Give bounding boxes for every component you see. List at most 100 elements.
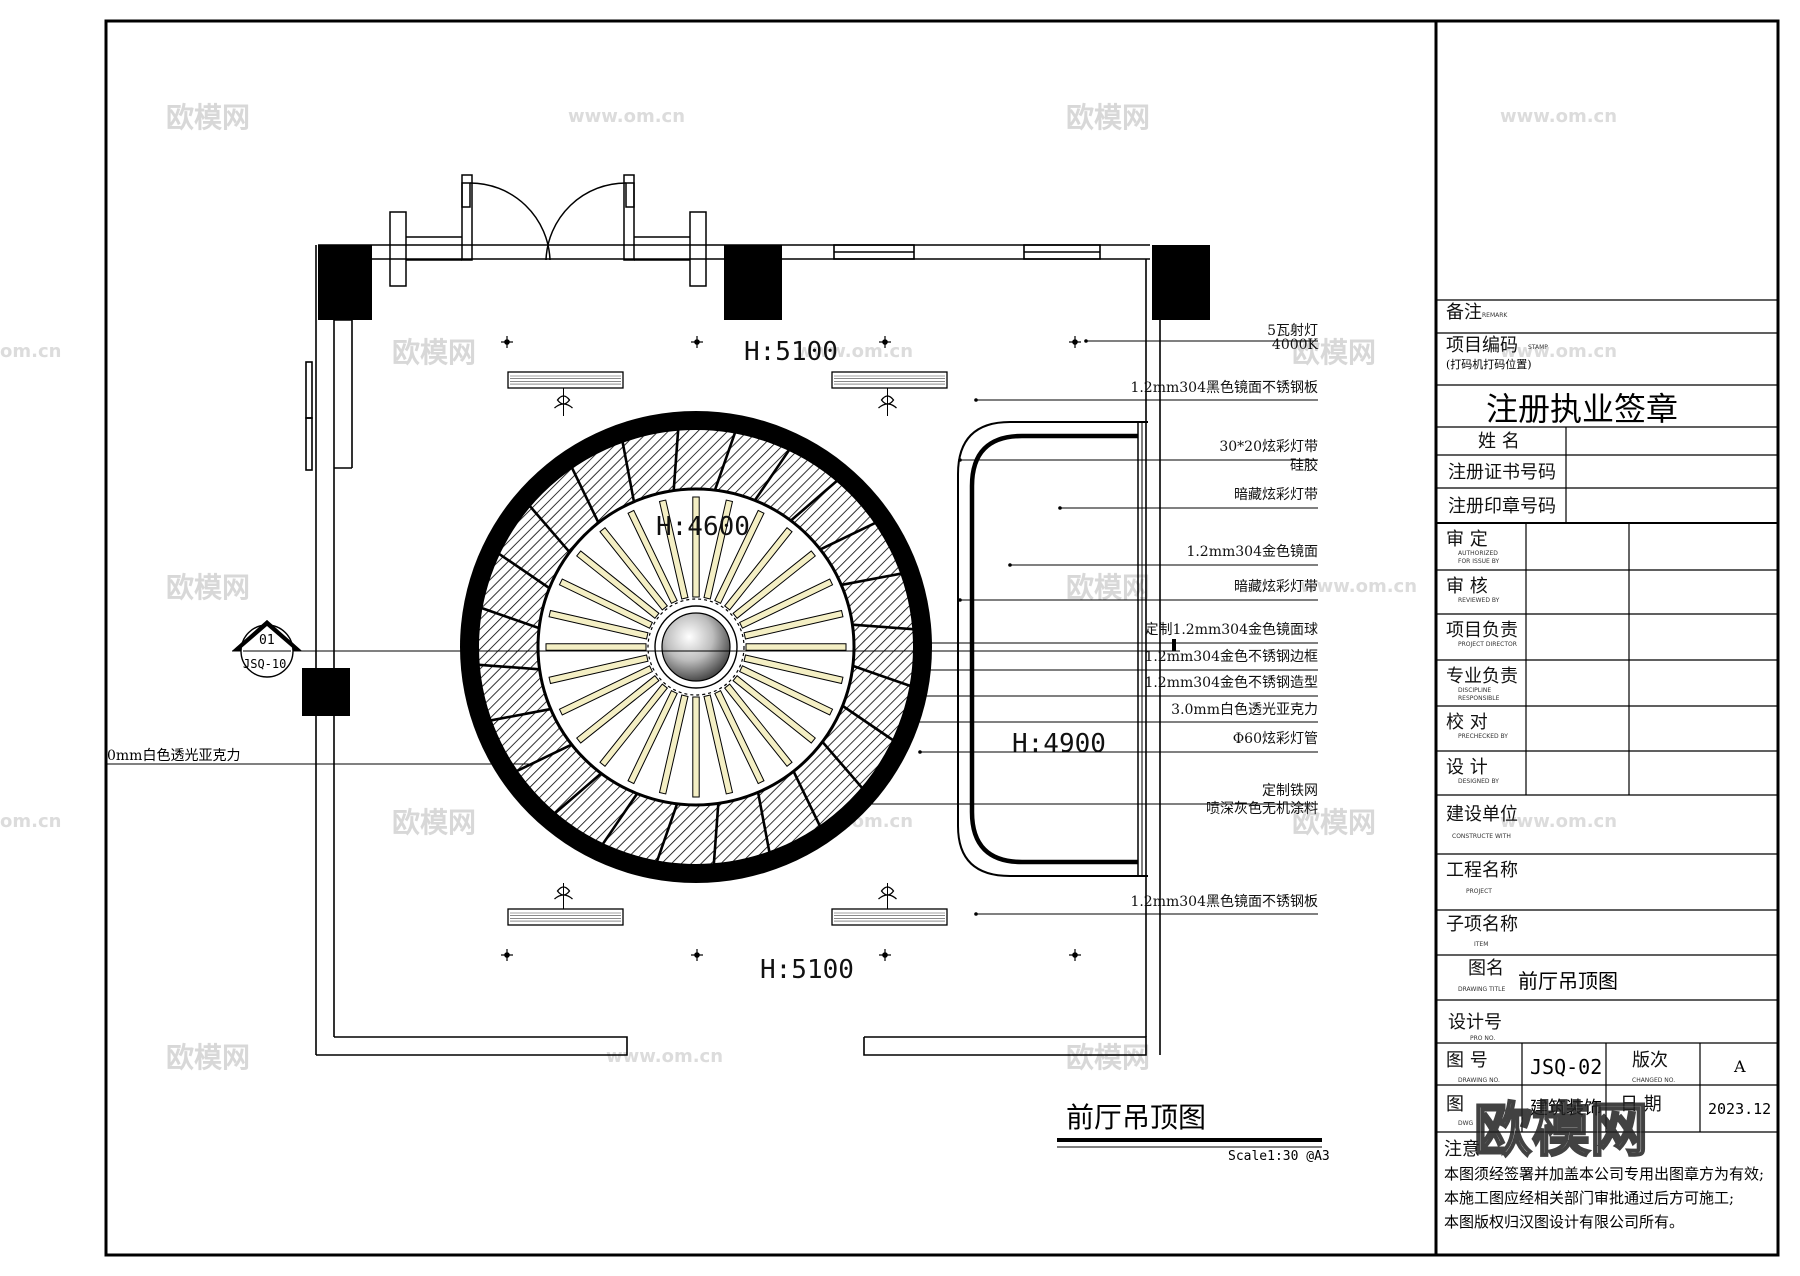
light-tube-spoke <box>548 609 649 640</box>
role-label: 项目负责 <box>1446 620 1518 641</box>
light-tube-spoke <box>576 550 660 620</box>
light-tube-spoke <box>743 654 844 685</box>
spotlight-icon <box>879 336 891 348</box>
frame-segment <box>819 521 876 551</box>
frame-segment <box>713 432 737 491</box>
role-en-2: FOR ISSUE BY <box>1458 558 1500 565</box>
spotlight-icon <box>501 949 513 961</box>
project-code-sub: (打码机打码位置) <box>1446 357 1532 371</box>
item-label: 子项名称 <box>1446 914 1518 935</box>
spotlights <box>501 336 1081 961</box>
light-tube-spoke <box>576 674 660 744</box>
frame-segment <box>655 803 679 862</box>
annotation-label-sub: 硅胶 <box>1290 457 1318 474</box>
annotation-label: 定制铁网 <box>1262 783 1318 799</box>
date-value: 2023.12 <box>1708 1100 1771 1118</box>
frame-segment <box>478 663 540 671</box>
remark-label: 备注 <box>1446 302 1482 323</box>
role-en: DISCIPLINE <box>1458 687 1491 694</box>
frame-segment <box>554 772 603 815</box>
linear-light-fixture <box>831 883 948 926</box>
frame-segment <box>528 505 571 554</box>
watermark-url: www.om.cn <box>1300 576 1417 597</box>
annotation-label: 1.2mm304金色不锈钢边框 <box>1144 648 1318 665</box>
gold-mirror-ball <box>661 612 731 682</box>
drawing-title-en: DRAWING TITLE <box>1458 986 1506 993</box>
watermark-brand: 欧模网 <box>1292 806 1376 839</box>
title-block <box>1436 299 1778 1133</box>
project-en: PROJECT <box>1466 888 1492 895</box>
watermark-url-edge: om.cn <box>0 811 61 832</box>
frame-segment <box>841 572 902 587</box>
light-tube-spoke <box>738 665 834 716</box>
drawing-title-label: 图名 <box>1468 958 1504 979</box>
frame-segment <box>570 467 600 524</box>
drawing-no-en: DRAWING NO. <box>1458 1077 1500 1084</box>
client-label: 建设单位 <box>1446 804 1518 825</box>
section-number: 01 <box>259 633 275 648</box>
light-tube-spoke <box>558 665 654 716</box>
annotation-label: 1.2mm304金色不锈钢造型 <box>1144 674 1318 691</box>
watermark-brand: 欧模网 <box>392 336 476 369</box>
height-label-bottom: H:5100 <box>760 955 854 985</box>
role-en: PRECHECKED BY <box>1458 733 1508 740</box>
drawing-no-value: JSQ-02 <box>1530 1055 1602 1079</box>
leader-end-mark <box>1172 639 1176 651</box>
watermark-url: www.om.cn <box>1500 811 1617 832</box>
light-tube-spoke <box>732 550 816 620</box>
light-tube-spoke <box>599 527 669 611</box>
light-tube-spoke <box>558 578 654 629</box>
spotlight-icon <box>691 949 703 961</box>
frame-segment <box>490 707 551 722</box>
light-tube-spoke <box>545 643 647 651</box>
design-no-en: PRO NO. <box>1470 1035 1495 1042</box>
annotation-label: 1.2mm304黑色镜面不锈钢板 <box>1130 893 1318 910</box>
frame-segment <box>821 740 864 789</box>
date-label: 日 期 <box>1620 1094 1662 1115</box>
cert-no-label: 注册证书号码 <box>1448 462 1556 483</box>
light-tube-spoke <box>723 527 793 611</box>
spotlight-icon <box>691 336 703 348</box>
role-label: 设 计 <box>1446 757 1488 778</box>
light-tube-spoke <box>599 683 669 767</box>
watermark-url: www.om.cn <box>1500 341 1617 362</box>
annotation-labels: 5瓦射灯4000K1.2mm304黑色镜面不锈钢板30*20炫彩灯带硅胶暗藏炫彩… <box>1130 323 1318 910</box>
annotation-leaders <box>866 339 1318 916</box>
role-en: AUTHORIZED <box>1458 550 1498 557</box>
light-tube-spoke <box>723 683 793 767</box>
structural-columns <box>302 245 1210 716</box>
light-tube-spoke <box>714 509 765 605</box>
frame-segment <box>852 664 911 688</box>
role-label: 专业负责 <box>1446 666 1518 687</box>
light-tube-spoke <box>714 689 765 785</box>
right-ceiling-panel <box>957 421 1148 877</box>
light-tube-spoke <box>738 578 834 629</box>
design-no-label: 设计号 <box>1448 1012 1502 1033</box>
light-tube-spoke <box>627 689 678 785</box>
frame-segment <box>841 704 894 742</box>
category-label: 图 <box>1446 1094 1464 1115</box>
section-marker: 01 JSQ-10 <box>232 620 1180 678</box>
notes-line-2: 本施工图应经相关部门审批通过后方可施工; <box>1444 1189 1734 1207</box>
linear-light-fixture <box>507 371 624 416</box>
linear-fixtures <box>507 371 948 926</box>
light-tube-spoke <box>745 643 847 651</box>
name-label: 姓 名 <box>1478 431 1520 452</box>
frame-segment <box>792 770 822 827</box>
annotation-label: 1.2mm304黑色镜面不锈钢板 <box>1130 379 1318 396</box>
role-label: 审 定 <box>1446 529 1488 550</box>
category-en: DWG <box>1458 1120 1474 1127</box>
watermark-brand: 欧模网 <box>166 571 250 604</box>
drawing-scale: Scale1:30 @A3 <box>1228 1149 1330 1164</box>
project-code-label: 项目编码 <box>1446 335 1518 356</box>
revision-value: A <box>1733 1057 1746 1076</box>
spotlight-icon <box>879 949 891 961</box>
linear-light-fixture <box>507 883 624 926</box>
item-en: ITEM <box>1474 941 1488 948</box>
watermark-url: www.om.cn <box>796 341 913 362</box>
spotlight-icon <box>1069 336 1081 348</box>
frame-segment <box>672 429 680 491</box>
drawing-title: 前厅吊顶图 <box>1066 1101 1206 1134</box>
height-label-center: H:4600 <box>656 512 750 542</box>
